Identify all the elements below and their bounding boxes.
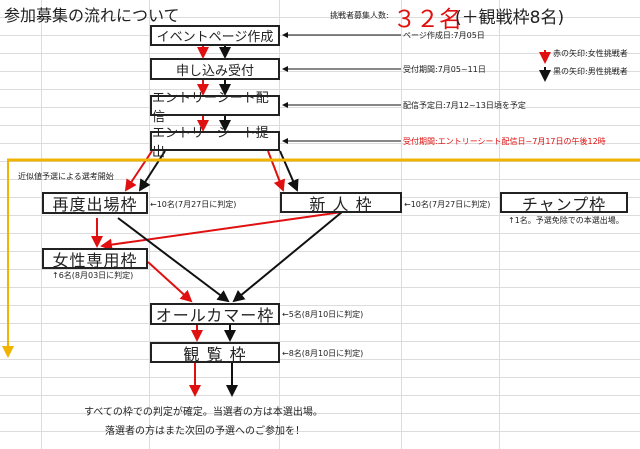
step-label: イベントページ作成 [156,30,274,45]
slot-label: 再度出場枠 [52,195,138,214]
slot-label: オールカマー枠 [155,306,275,325]
recruit-label: 挑戦者募集人数: [330,11,389,20]
step-event-page: イベントページ作成 [150,25,280,46]
slot-note: ←10名(7月27日に判定) [404,200,491,209]
legend-red: 赤の矢印:女性挑戦者 [553,49,628,58]
slot-label: チャンプ枠 [521,194,607,214]
slot-allcomer: オールカマー枠 [150,303,280,325]
step-label: エントリーシート提出 [152,126,269,160]
footer-line-2: 落選者の方はまた次回の予選へのご参加を！ [105,426,305,437]
step-note: 配信予定日:7月12~13日頃を予定 [403,101,526,110]
slot-note: ←5名(8月10日に判定) [282,310,364,319]
slot-note: ↑1名。予選免除での本選出場。 [508,216,624,225]
slot-label: 新 人 枠 [309,194,373,214]
slot-note: ↑6名(8月03日に判定) [52,271,134,280]
slot-women: 女性専用枠 [42,248,148,270]
slot-label: 女性専用枠 [52,250,138,270]
slot-viewer: 観 覧 枠 [150,342,280,364]
slot-newcomer: 新 人 枠 [280,192,402,214]
footer-line-1: すべての枠での判定が確定。当選者の方は本選出場。 [84,407,323,418]
page-title: 参加募集の流れについて [4,6,180,25]
slot-note: ←10名(7月27日に判定) [150,200,237,209]
slot-note: ←8名(8月10日に判定) [282,349,364,358]
slot-label: 観 覧 枠 [183,344,247,364]
slot-repeat: 再度出場枠 [42,192,148,214]
step-note: ページ作成日:7月05日 [403,31,485,40]
slot-champ: チャンプ枠 [500,192,628,214]
recruit-extra: (＋観戦枠8名) [455,8,565,28]
step-entry-sheet-submit: エントリーシート提出 [150,126,280,160]
step-label: エントリーシート配信 [152,90,269,125]
step-note: 受付期間:7月05~11日 [403,65,486,74]
step-label: 申し込み受付 [175,63,254,79]
selection-start-label: 近似値予選による選考開始 [18,172,114,181]
step-note: 受付期間:エントリーシート配信日~7月17日の午後12時 [403,137,606,146]
recruit-count: ３２名 [393,7,462,33]
step-entry-sheet-send: エントリーシート配信 [150,91,280,125]
step-application: 申し込み受付 [150,58,280,80]
legend-black: 黒の矢印:男性挑戦者 [553,67,628,76]
